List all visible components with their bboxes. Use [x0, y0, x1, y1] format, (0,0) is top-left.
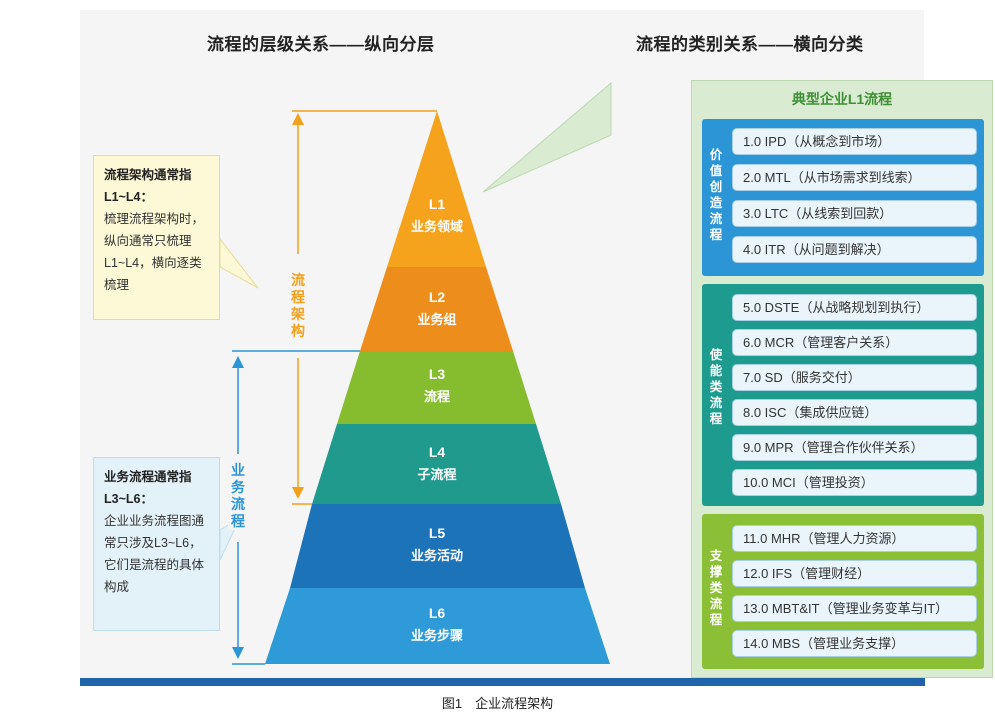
- level-l2: L2 业务组: [377, 289, 497, 328]
- process-item: 8.0 ISC（集成供应链）: [732, 399, 977, 426]
- process-item: 2.0 MTL（从市场需求到线索）: [732, 164, 977, 191]
- pyramid-level-4: [312, 424, 561, 504]
- level-l4: L4 子流程: [377, 444, 497, 483]
- level-code: L2: [428, 289, 446, 305]
- pyramid-level-5: [290, 504, 585, 588]
- note-body: 梳理流程架构时，纵向通常只梳理L1~L4，横向逐类梳理: [104, 212, 205, 292]
- business-process-label: 业务流程: [228, 462, 248, 530]
- group-enabling: 使能类流程 5.0 DSTE（从战略规划到执行） 6.0 MCR（管理客户关系）…: [702, 284, 984, 506]
- pyramid-level-3: [337, 351, 536, 424]
- pyramid-level-6: [265, 588, 610, 664]
- l1-process-panel: 典型企业L1流程 价值创造流程 1.0 IPD（从概念到市场） 2.0 MTL（…: [691, 80, 993, 678]
- architecture-arrow: [292, 113, 304, 499]
- process-item: 9.0 MPR（管理合作伙伴关系）: [732, 434, 977, 461]
- level-code: L6: [428, 605, 446, 621]
- figure-caption: 图1 企业流程架构: [441, 696, 554, 711]
- business-process-note: 业务流程通常指L3~L6： 企业业务流程图通常只涉及L3~L6，它们是流程的具体…: [93, 457, 220, 631]
- note-body: 企业业务流程图通常只涉及L3~L6，它们是流程的具体构成: [104, 514, 205, 594]
- process-item: 6.0 MCR（管理客户关系）: [732, 329, 977, 356]
- group-label: 使能类流程: [709, 348, 723, 426]
- process-architecture-label: 流程架构: [288, 272, 308, 340]
- level-name: 业务步骤: [410, 628, 463, 643]
- process-item: 1.0 IPD（从概念到市场）: [732, 128, 977, 155]
- note-pointer-top: [219, 237, 259, 289]
- process-item: 14.0 MBS（管理业务支撑）: [732, 630, 977, 657]
- level-name: 业务组: [417, 312, 457, 327]
- process-item: 5.0 DSTE（从战略规划到执行）: [732, 294, 977, 321]
- callout-connector: [482, 81, 612, 193]
- process-item: 11.0 MHR（管理人力资源）: [732, 525, 977, 552]
- level-name: 业务领域: [410, 219, 463, 234]
- level-l5: L5 业务活动: [377, 525, 497, 564]
- process-item: 10.0 MCI（管理投资）: [732, 469, 977, 496]
- pyramid-level-1: [387, 111, 486, 267]
- level-name: 子流程: [417, 467, 457, 482]
- level-code: L4: [428, 444, 446, 460]
- group-support: 支撑类流程 11.0 MHR（管理人力资源） 12.0 IFS（管理财经） 13…: [702, 514, 984, 669]
- left-title: 流程的层级关系——纵向分层: [207, 35, 435, 54]
- group-label: 支撑类流程: [709, 549, 723, 627]
- process-item: 13.0 MBT&IT（管理业务变革与IT）: [732, 595, 977, 622]
- panel-title: 典型企业L1流程: [791, 91, 893, 107]
- pyramid-diagram: [219, 81, 612, 665]
- pyramid-level-2: [360, 267, 513, 351]
- right-title: 流程的类别关系——横向分类: [636, 35, 864, 54]
- group-value-creation: 价值创造流程 1.0 IPD（从概念到市场） 2.0 MTL（从市场需求到线索）…: [702, 119, 984, 276]
- process-item: 4.0 ITR（从问题到解决）: [732, 236, 977, 263]
- note-title: 业务流程通常指L3~L6：: [104, 470, 192, 506]
- process-item: 12.0 IFS（管理财经）: [732, 560, 977, 587]
- process-item: 7.0 SD（服务交付）: [732, 364, 977, 391]
- group-label: 价值创造流程: [709, 148, 723, 242]
- level-l6: L6 业务步骤: [377, 605, 497, 644]
- level-l3: L3 流程: [377, 366, 497, 405]
- level-name: 流程: [423, 389, 450, 404]
- level-code: L1: [428, 196, 446, 212]
- level-code: L3: [428, 366, 446, 382]
- business-process-arrow: [232, 356, 244, 659]
- note-title: 流程架构通常指L1~L4：: [104, 168, 192, 204]
- level-code: L5: [428, 525, 446, 541]
- architecture-note: 流程架构通常指L1~L4： 梳理流程架构时，纵向通常只梳理L1~L4，横向逐类梳…: [93, 155, 220, 320]
- level-l1: L1 业务领域: [377, 196, 497, 235]
- diagram-canvas: 流程的层级关系——纵向分层 流程的类别关系——横向分类 L1 业务领域: [80, 10, 993, 680]
- level-name: 业务活动: [410, 548, 463, 563]
- process-item: 3.0 LTC（从线索到回款）: [732, 200, 977, 227]
- bottom-bar: [80, 678, 925, 686]
